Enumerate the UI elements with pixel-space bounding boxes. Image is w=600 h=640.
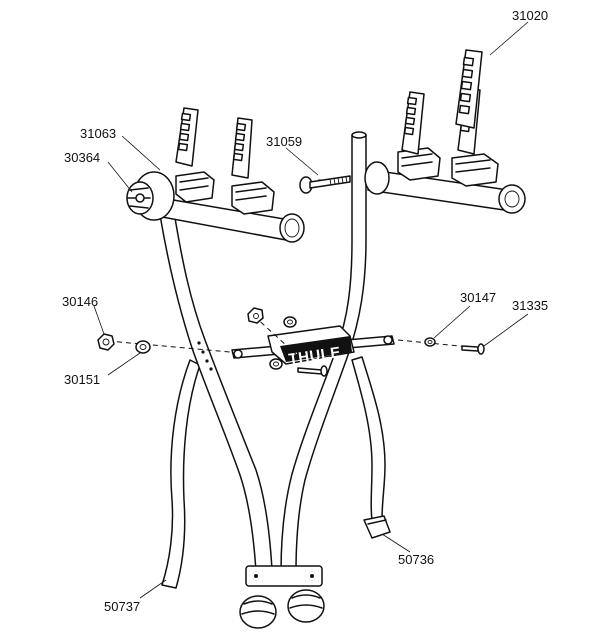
part-label-31059: 31059 bbox=[266, 134, 302, 149]
screw-31335 bbox=[461, 343, 485, 355]
left-arm-assembly bbox=[126, 107, 305, 243]
lower-screw bbox=[297, 365, 328, 377]
part-label-50737: 50737 bbox=[104, 599, 140, 614]
part-label-31020: 31020 bbox=[512, 8, 548, 23]
part-label-31063: 31063 bbox=[80, 126, 116, 141]
part-labels: 31020 31063 30364 31059 30146 30151 3014… bbox=[62, 8, 548, 614]
frame-holes bbox=[197, 341, 213, 371]
left-foot bbox=[239, 595, 277, 629]
part-label-31335: 31335 bbox=[512, 298, 548, 313]
leader-lines bbox=[93, 21, 529, 599]
lower-washer bbox=[269, 358, 283, 370]
left-strap bbox=[161, 359, 201, 589]
loose-strap-31020 bbox=[455, 49, 483, 129]
nut-30146 bbox=[97, 333, 115, 351]
washer-30147 bbox=[424, 337, 436, 347]
part-label-30147: 30147 bbox=[460, 290, 496, 305]
strap-hook bbox=[363, 515, 391, 539]
washer-30151 bbox=[135, 340, 151, 354]
bolt-31059 bbox=[299, 175, 351, 194]
part-label-30146: 30146 bbox=[62, 294, 98, 309]
part-label-30151: 30151 bbox=[64, 372, 100, 387]
right-foot bbox=[287, 589, 325, 623]
small-nut bbox=[247, 307, 264, 324]
right-arm-assembly bbox=[364, 87, 526, 214]
part-label-50736: 50736 bbox=[398, 552, 434, 567]
right-strap bbox=[351, 356, 386, 521]
small-washer bbox=[283, 316, 297, 328]
part-label-30364: 30364 bbox=[64, 150, 100, 165]
base-plate bbox=[245, 565, 323, 587]
